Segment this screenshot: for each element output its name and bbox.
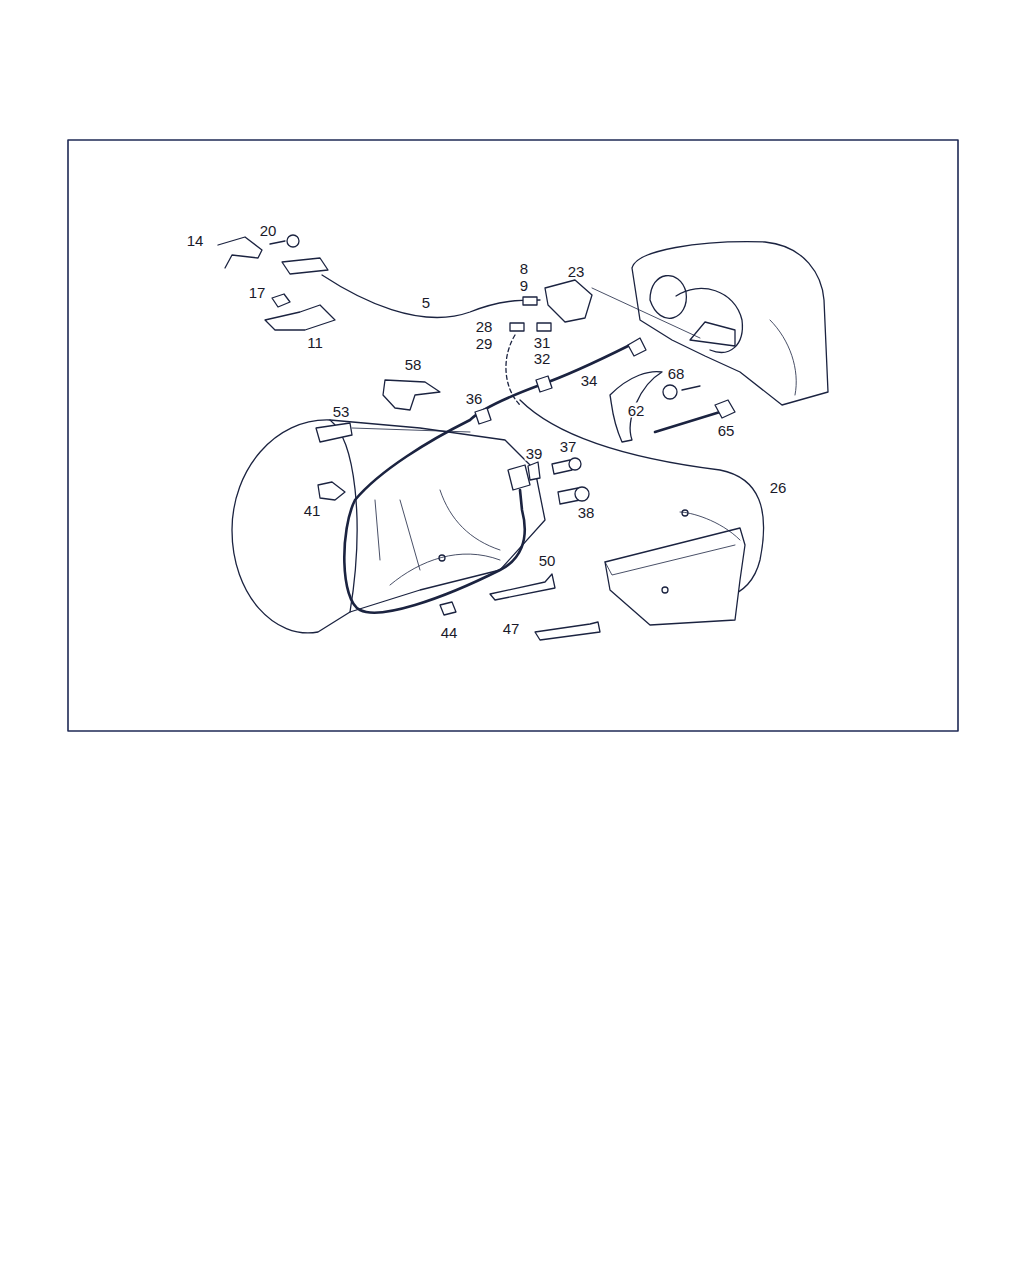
clip xyxy=(318,482,345,500)
callout-number: 68 xyxy=(667,366,686,381)
callout-number: 65 xyxy=(717,423,736,438)
bolt-head xyxy=(575,487,589,501)
cluster-gauge xyxy=(676,288,742,352)
cluster-edge xyxy=(770,320,796,395)
callout-number: 29 xyxy=(475,336,494,351)
control-unit-edge xyxy=(605,545,735,575)
leader-line xyxy=(592,288,700,338)
callout-number: 36 xyxy=(465,391,484,406)
transmission xyxy=(232,420,545,633)
callout-number: 32 xyxy=(533,351,552,366)
strap xyxy=(535,622,600,640)
callout-number: 8 xyxy=(519,261,529,276)
switch-plate xyxy=(265,305,335,330)
leader-line xyxy=(352,428,470,432)
switch xyxy=(282,258,328,274)
transmission-ribs xyxy=(375,490,500,570)
callout-number: 9 xyxy=(519,278,529,293)
callout-number: 58 xyxy=(404,357,423,372)
terminal xyxy=(662,587,668,593)
connector xyxy=(545,280,592,322)
callout-number: 53 xyxy=(332,404,351,419)
callout-number: 17 xyxy=(248,285,267,300)
bracket xyxy=(218,237,262,268)
cluster-socket xyxy=(690,322,735,346)
cluster-gauge xyxy=(650,276,686,319)
callout-number: 28 xyxy=(475,319,494,334)
callout-number: 41 xyxy=(303,503,322,518)
callout-number: 23 xyxy=(567,264,586,279)
pin-head xyxy=(715,400,735,418)
clip xyxy=(510,323,524,331)
callout-number: 50 xyxy=(538,553,557,568)
callout-number: 20 xyxy=(259,223,278,238)
nut xyxy=(272,294,290,307)
frame xyxy=(68,140,958,731)
transmission-plug xyxy=(439,555,445,561)
callout-number: 14 xyxy=(186,233,205,248)
callout-number: 39 xyxy=(525,446,544,461)
cluster-housing xyxy=(632,242,828,405)
cable xyxy=(322,275,540,317)
callout-number: 47 xyxy=(502,621,521,636)
screw xyxy=(270,241,285,244)
wire xyxy=(680,512,740,540)
cable-sleeve xyxy=(475,408,491,424)
screw-head xyxy=(287,235,299,247)
callout-number: 37 xyxy=(559,439,578,454)
speedometer-cable xyxy=(344,345,630,613)
bracket xyxy=(316,423,352,442)
clip xyxy=(440,602,456,615)
strap xyxy=(490,574,555,600)
callout-number: 11 xyxy=(306,335,324,350)
callout-number: 62 xyxy=(627,403,646,418)
control-unit xyxy=(605,528,745,625)
callout-number: 34 xyxy=(580,373,599,388)
clip xyxy=(537,323,551,331)
transmission-flange xyxy=(330,420,357,612)
cable-end xyxy=(508,465,530,490)
transmission-pan xyxy=(390,554,500,585)
callout-number: 38 xyxy=(577,505,596,520)
cable-sleeve xyxy=(536,376,552,392)
bolt-head xyxy=(569,458,581,470)
terminal xyxy=(682,510,688,516)
ring xyxy=(528,462,540,480)
screw-head xyxy=(663,385,677,399)
callout-number: 26 xyxy=(769,480,788,495)
clip xyxy=(523,297,537,305)
callout-number: 31 xyxy=(533,335,552,350)
callout-number: 44 xyxy=(440,625,459,640)
cable-nut xyxy=(628,338,646,356)
screw xyxy=(682,386,700,390)
bracket xyxy=(383,380,440,410)
callout-number: 5 xyxy=(421,295,431,310)
pin xyxy=(655,412,720,432)
